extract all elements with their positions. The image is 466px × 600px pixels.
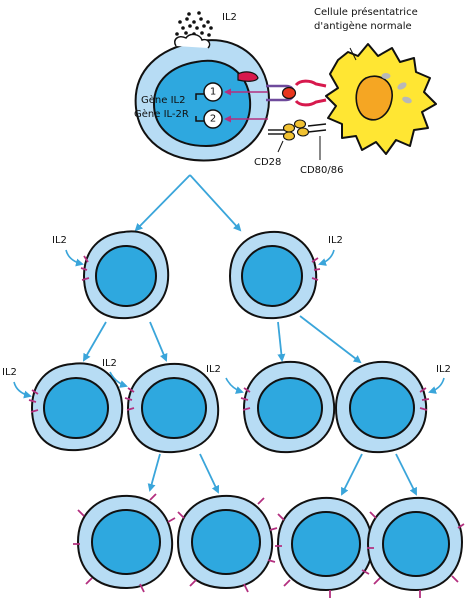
gen2-a-il2-arrow (13, 381, 32, 399)
il2-top-label: IL2 (222, 12, 237, 23)
gen1-cell-right: IL2 (228, 230, 343, 320)
gene-il2-bracket (195, 93, 204, 100)
gene-il2r-label: Gène IL-2R (134, 108, 189, 120)
il2-gen2-c-label: IL2 (206, 364, 221, 375)
il2-gen2-a-label: IL2 (2, 367, 17, 378)
arrow-gen1a-left (82, 321, 107, 362)
arrow-gen1b-left (277, 321, 286, 362)
apc-vesicle-1 (397, 82, 407, 90)
gen2-d-nucleus (349, 377, 415, 439)
arrow-gen0-right (189, 174, 242, 232)
gen2-c-nucleus (257, 377, 323, 439)
antigen-presenting-cell: Cellule présentatrice d'antigène normale (314, 6, 437, 155)
gen3-cell-d (366, 496, 465, 598)
membrane-receptor (237, 71, 259, 82)
gen3-cell-c (275, 496, 374, 598)
apc-vesicle-2 (402, 96, 412, 104)
gen1-left-receptor (80, 255, 90, 281)
gen3-a-nucleus (91, 509, 161, 575)
il2-granules (175, 11, 213, 37)
gen2-cell-b: IL2 (102, 358, 220, 454)
gen3-c-receptors (275, 513, 370, 598)
gen3-d-nucleus (382, 511, 450, 577)
gen1-right-il2-arrow (318, 249, 335, 266)
arrow-gen2b-right (395, 453, 417, 496)
apc-vesicle-3 (381, 73, 391, 79)
gen2-b-nucleus (141, 377, 207, 439)
il2-gen2-d-label: IL2 (436, 364, 451, 375)
arrow-gen1a-right (149, 321, 168, 362)
gene-marker-2-label: 2 (210, 114, 216, 125)
gen2-c-il2-arrow (225, 377, 244, 394)
arrow-gen2a-right (199, 453, 220, 494)
cd28-molecule-2 (282, 131, 296, 141)
antigen-peptide (281, 86, 297, 100)
gen2-cell-d: IL2 (334, 360, 451, 454)
gene-marker-1-label: 1 (210, 87, 216, 98)
apc-label-leader (349, 47, 357, 61)
gen3-a-receptors (73, 493, 176, 593)
gene-il2-label: Gène IL2 (141, 94, 185, 106)
apc-label-line2: d'antigène normale (314, 20, 412, 32)
gen2-d-receptor (419, 387, 430, 411)
gen1-left-nucleus (95, 245, 157, 307)
gen1-right-nucleus (241, 245, 303, 307)
gene-marker-1 (203, 82, 223, 102)
gen3-b-nucleus (191, 509, 261, 575)
gen3-cell-a (73, 493, 176, 593)
gen2-a-nucleus (43, 377, 109, 439)
proliferation-arrows (82, 174, 417, 496)
gen2-cell-a: IL2 (2, 362, 124, 452)
gen3-d-receptors (367, 511, 465, 598)
gen1-left-il2-arrow (65, 249, 84, 267)
gen3-b-receptors (177, 497, 278, 593)
cd28-label: CD28 (254, 157, 281, 168)
arrow-gen0-left (134, 174, 191, 232)
arrow-gen1b-right (299, 315, 362, 364)
gen2-c-receptor (240, 387, 251, 411)
apc-nucleus (355, 75, 393, 121)
cd80-molecule-2 (296, 127, 310, 137)
il2-gen1-right-label: IL2 (328, 235, 343, 246)
arrow-gen2a-left (147, 453, 161, 492)
gen3-c-nucleus (291, 511, 361, 577)
cd80-86-label: CD80/86 (300, 165, 344, 176)
apc-label-line1: Cellule présentatrice (314, 6, 418, 18)
immune-synapse: CD28 CD80/86 (254, 79, 344, 176)
gen2-b-il2-arrow (109, 371, 128, 388)
arrow-gen2b-left (341, 453, 363, 496)
cd28-leader (277, 140, 284, 153)
activated-t-cell: IL2 1 2 Gène IL2 Gène IL-2R (134, 11, 270, 162)
gen1-cell-left: IL2 (52, 230, 170, 320)
mhc-molecule (294, 79, 327, 107)
gen1-right-receptor (311, 257, 321, 281)
gene-il2r-bracket (195, 116, 204, 122)
gen2-d-il2-arrow (428, 377, 445, 394)
gen3-cell-b (176, 494, 278, 593)
gen2-b-receptor (124, 387, 135, 411)
secretion-vesicle (174, 33, 211, 49)
il2-gen1-left-label: IL2 (52, 235, 67, 246)
cd80-stalk (307, 123, 327, 127)
gene-marker-2 (203, 109, 223, 129)
gen2-a-receptor (28, 389, 39, 413)
cd28-molecule (282, 123, 296, 133)
gen2-cell-c: IL2 (206, 360, 336, 454)
il2-gen2-b-label: IL2 (102, 358, 117, 369)
cd80-molecule (293, 119, 307, 129)
cd80-stalk-2 (307, 129, 327, 133)
